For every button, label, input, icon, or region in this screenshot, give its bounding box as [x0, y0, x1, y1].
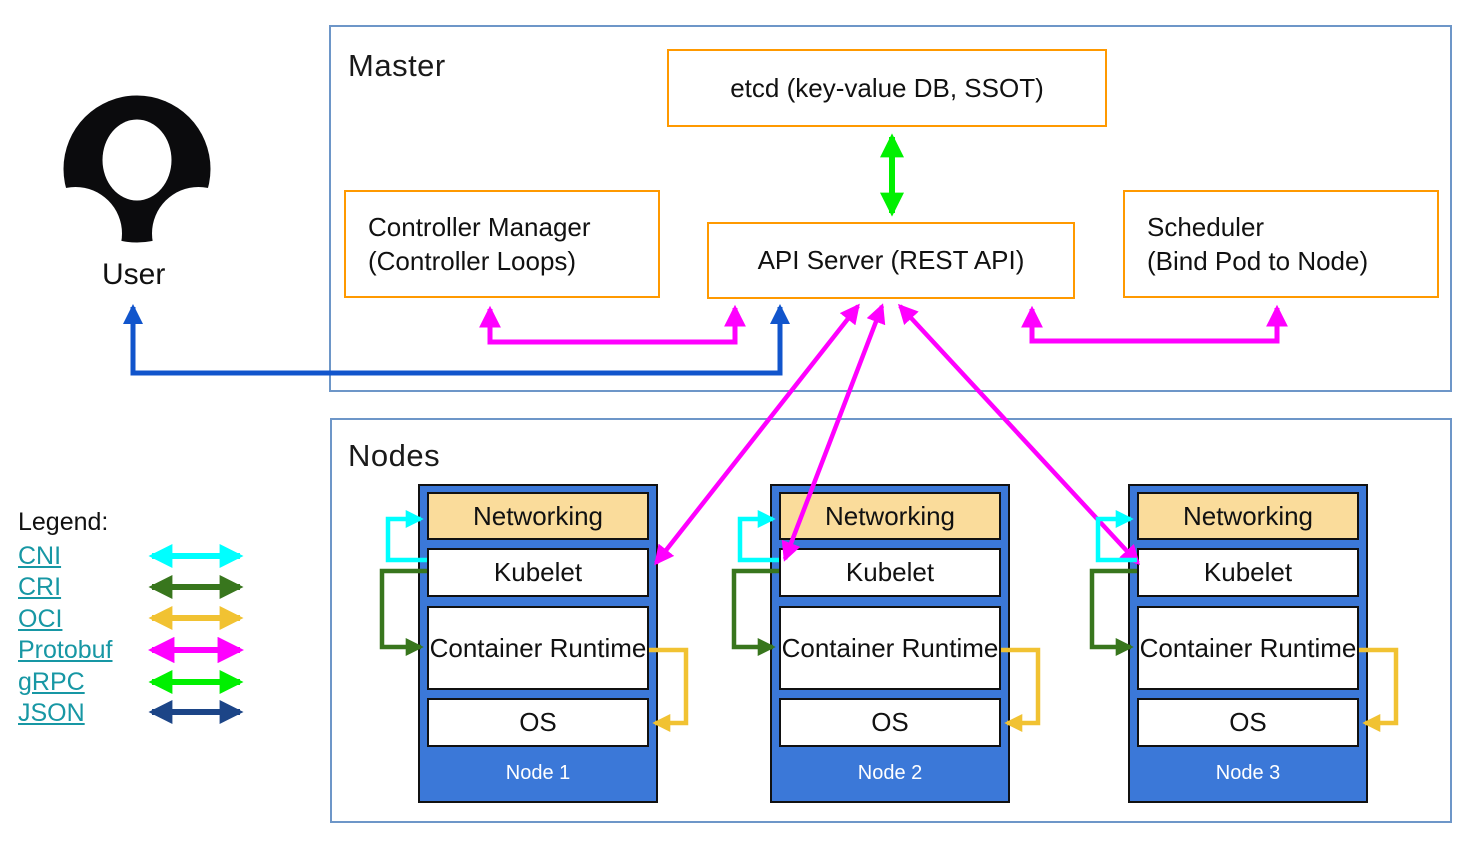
node-2-label: Node 2	[857, 761, 923, 784]
controller-manager-box: Controller Manager (Controller Loops)	[344, 190, 660, 298]
legend-link-oci[interactable]: OCI	[18, 605, 63, 633]
node-3-label: Node 3	[1215, 761, 1281, 784]
node-2-networking-layer: Networking	[779, 492, 1001, 540]
legend-link-json[interactable]: JSON	[18, 699, 85, 727]
node-1: Networking Kubelet Container Runtime OS …	[418, 484, 658, 803]
scheduler-line2: (Bind Pod to Node)	[1147, 246, 1369, 276]
master-frame	[329, 25, 1452, 392]
node-3-os-layer: OS	[1137, 698, 1359, 747]
node-2: Networking Kubelet Container Runtime OS …	[770, 484, 1010, 803]
master-title: Master	[348, 48, 446, 83]
node-2-container-runtime-layer: Container Runtime	[779, 606, 1001, 690]
node-3-container-runtime-layer: Container Runtime	[1137, 606, 1359, 690]
node-2-kubelet-layer: Kubelet	[779, 548, 1001, 597]
legend-link-cni[interactable]: CNI	[18, 542, 62, 570]
controller-manager-line1: Controller Manager	[368, 211, 591, 242]
controller-manager-line2: (Controller Loops)	[368, 246, 577, 276]
nodes-title: Nodes	[348, 438, 441, 473]
user-label: User	[102, 258, 166, 291]
node-1-os-layer: OS	[427, 698, 649, 747]
scheduler-box: Scheduler (Bind Pod to Node)	[1123, 190, 1439, 298]
node-2-os-layer: OS	[779, 698, 1001, 747]
node-1-networking-layer: Networking	[427, 492, 649, 540]
scheduler-line1: Scheduler	[1147, 211, 1265, 242]
api-server-box: API Server (REST API)	[707, 222, 1075, 299]
node-3-kubelet-layer: Kubelet	[1137, 548, 1359, 597]
node-3-networking-layer: Networking	[1137, 492, 1359, 540]
legend-title: Legend:	[18, 508, 109, 536]
node-1-container-runtime-layer: Container Runtime	[427, 606, 649, 690]
legend-link-grpc[interactable]: gRPC	[18, 668, 85, 696]
legend-link-protobuf[interactable]: Protobuf	[18, 636, 113, 664]
node-3: Networking Kubelet Container Runtime OS …	[1128, 484, 1368, 803]
legend-link-cri[interactable]: CRI	[18, 573, 62, 601]
user-icon	[62, 95, 212, 244]
node-1-kubelet-layer: Kubelet	[427, 548, 649, 597]
etcd-box: etcd (key-value DB, SSOT)	[667, 49, 1107, 127]
nodes-frame	[330, 418, 1452, 823]
node-1-label: Node 1	[505, 761, 571, 784]
